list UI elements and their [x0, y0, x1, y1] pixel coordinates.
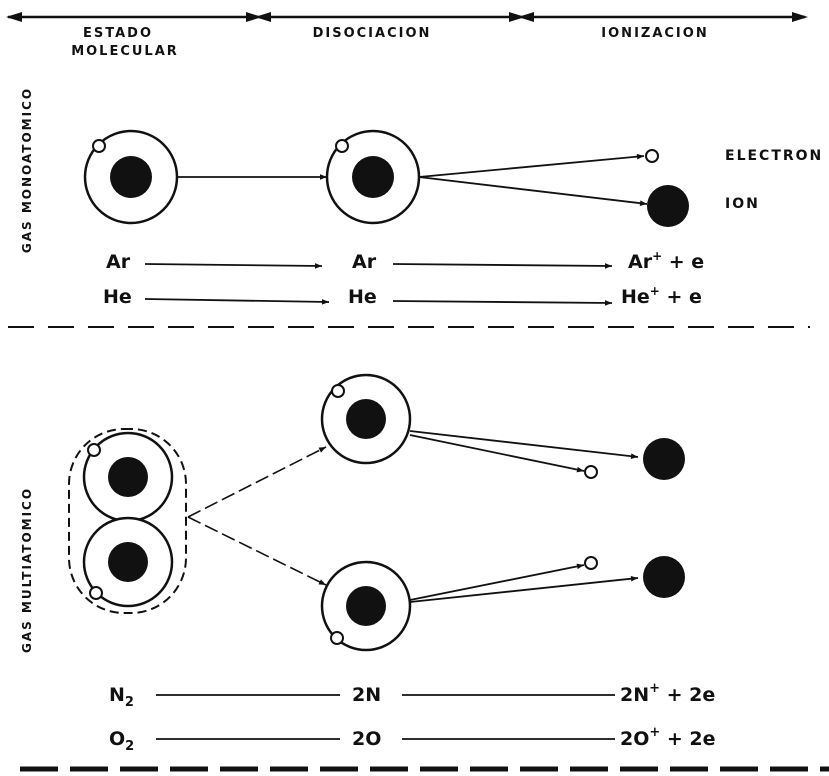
section-label-polyatomic: GAS MULTIATOMICO	[20, 487, 34, 653]
oxygen-end: 2O+ + 2e	[620, 725, 716, 750]
arrow-to-electron	[418, 153, 645, 178]
nitrogen-middle: 2N	[352, 684, 381, 706]
reaction-oxygen: O2 2O 2O+ + 2e	[109, 725, 716, 754]
ion-label: ION	[725, 196, 760, 212]
electron-particle-bottom	[584, 556, 598, 570]
dissociated-atom-top	[320, 373, 412, 465]
molecule-atom-top	[82, 431, 174, 523]
right-arrow-icon	[792, 12, 808, 22]
argon-start: Ar	[106, 251, 131, 273]
ion-particle-bottom	[643, 556, 685, 598]
stage-header-dissociation: DISOCIACION	[313, 26, 432, 41]
monatomic-atom-initial	[83, 129, 179, 225]
helium-start: He	[103, 286, 132, 308]
monatomic-atom-dissociated	[325, 129, 421, 225]
ion-particle-top	[643, 438, 685, 480]
arrow-head-icon	[509, 12, 525, 22]
electron-label: ELECTRON	[725, 148, 823, 164]
stage-timeline	[6, 12, 808, 22]
helium-end: He+ + e	[621, 284, 702, 308]
stage-header-molecular-2: MOLECULAR	[71, 44, 179, 59]
left-arrow-icon	[6, 12, 22, 22]
stage-header-molecular-1: ESTADO	[83, 26, 153, 41]
arrow-to-ion	[418, 176, 648, 206]
argon-middle: Ar	[352, 251, 377, 273]
electron-particle	[645, 149, 659, 163]
arrow-to-electron-bottom	[409, 563, 585, 601]
reaction-helium: He He He+ + e	[103, 284, 702, 308]
arrow-head-icon	[518, 12, 534, 22]
arrow-to-ion-bottom	[409, 575, 639, 603]
dissociated-atom-bottom	[320, 560, 412, 652]
ion-particle	[647, 185, 689, 227]
molecule-atom-bottom	[82, 516, 174, 608]
reaction-nitrogen: N2 2N 2N+ + 2e	[109, 681, 715, 710]
arrow-head-icon	[246, 12, 262, 22]
oxygen-middle: 2O	[352, 728, 381, 750]
argon-end: Ar+ + e	[628, 249, 704, 273]
section-label-monatomic: GAS MONOATOMICO	[20, 87, 34, 253]
arrow-to-electron-top	[409, 434, 585, 473]
electron-particle-top	[584, 465, 598, 479]
oxygen-start: O2	[109, 728, 134, 754]
nitrogen-end: 2N+ + 2e	[620, 681, 715, 706]
nitrogen-start: N2	[109, 684, 134, 710]
helium-middle: He	[348, 286, 377, 308]
arrow-head-icon	[255, 12, 271, 22]
molecule-envelope	[68, 428, 187, 614]
arrow-to-dissociated-atom-top	[187, 446, 327, 518]
stage-header-ionization: IONIZACION	[601, 26, 708, 41]
arrow-to-ion-top	[409, 430, 639, 459]
reaction-argon: Ar Ar Ar+ + e	[106, 249, 704, 273]
arrow-to-dissociated-atom-bottom	[187, 516, 327, 586]
